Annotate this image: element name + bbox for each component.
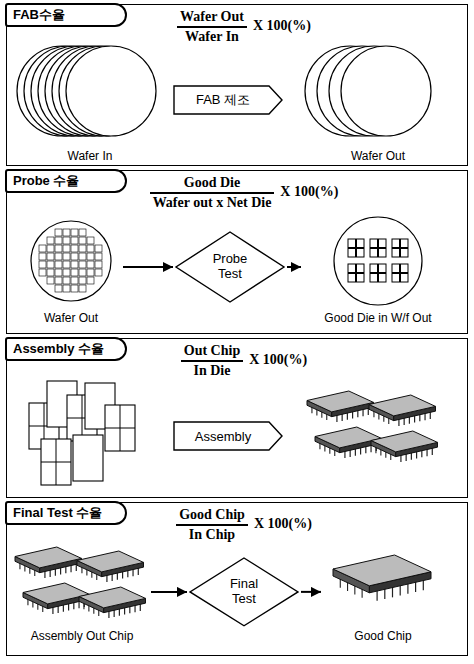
panel-tab: FAB수율 — [5, 3, 127, 27]
yield-panel: Wafer Out Probe TestGood Die in W/f Out Pr… — [6, 170, 468, 334]
denominator: In Chip — [189, 527, 235, 543]
illustration: Good Chip — [323, 547, 443, 643]
yield-panel: Wafer InFAB 제조Wafer OutFAB수율Wafer OutWaf… — [6, 4, 468, 166]
decision-diamond: Probe Test — [175, 231, 285, 303]
flow-arrow — [301, 591, 321, 593]
process-label: Assembly — [195, 429, 251, 444]
multiplier: X 100(%) — [249, 352, 307, 368]
illustration: Wafer In — [15, 41, 165, 163]
panel-tab: Assembly 수율 — [5, 337, 127, 361]
decision-diamond: Final Test — [189, 557, 299, 627]
process-arrow: FAB 제조 — [173, 85, 283, 115]
numerator: Out Chip — [184, 343, 240, 359]
denominator: Wafer out x Net Die — [153, 195, 272, 211]
image-caption: Good Chip — [323, 629, 443, 643]
illustration-art — [15, 547, 149, 625]
denominator: In Die — [194, 363, 231, 379]
illustration-art — [15, 41, 165, 145]
panel-tab: Probe 수율 — [5, 169, 127, 193]
illustration: Wafer Out — [21, 215, 121, 325]
die-pieces — [29, 379, 149, 489]
fraction-bar — [176, 524, 248, 526]
numerator: Good Chip — [179, 507, 245, 523]
illustration: Wafer Out — [303, 41, 453, 163]
multiplier: X 100(%) — [254, 516, 312, 532]
process-label: Final Test — [219, 577, 269, 607]
flow-arrow — [287, 266, 301, 268]
process-arrow: Assembly — [173, 421, 283, 451]
yield-panel: Assembly Out ChipFinal TestGood ChipFina… — [6, 502, 468, 656]
image-caption: Wafer In — [15, 149, 165, 163]
image-caption: Wafer Out — [303, 149, 453, 163]
illustration: Assembly Out Chip — [15, 547, 149, 643]
illustration-art — [323, 547, 443, 625]
illustration: Good Die in W/f Out — [303, 215, 453, 325]
image-caption: Assembly Out Chip — [15, 629, 149, 643]
illustration-art — [303, 215, 453, 307]
panel-tab: Final Test 수율 — [5, 501, 127, 525]
denominator: Wafer In — [185, 29, 239, 45]
illustration-art — [303, 41, 453, 145]
chip-packages — [307, 391, 447, 481]
numerator: Good Die — [184, 175, 240, 191]
image-caption: Good Die in W/f Out — [303, 311, 453, 325]
yield-panel: Assembly Assembly 수율 Out Chip In Die X 100(%… — [6, 338, 468, 498]
multiplier: X 100(%) — [280, 184, 338, 200]
illustration-art — [21, 215, 121, 307]
process-label: FAB 제조 — [196, 91, 250, 109]
multiplier: X 100(%) — [253, 18, 311, 34]
fraction-bar — [177, 26, 247, 28]
flow-arrow — [151, 591, 187, 593]
process-label: Probe Test — [205, 252, 255, 282]
image-caption: Wafer Out — [21, 311, 121, 325]
fraction-bar — [181, 360, 243, 362]
flow-arrow — [123, 266, 173, 268]
fraction-bar — [150, 192, 275, 194]
numerator: Wafer Out — [180, 9, 244, 25]
